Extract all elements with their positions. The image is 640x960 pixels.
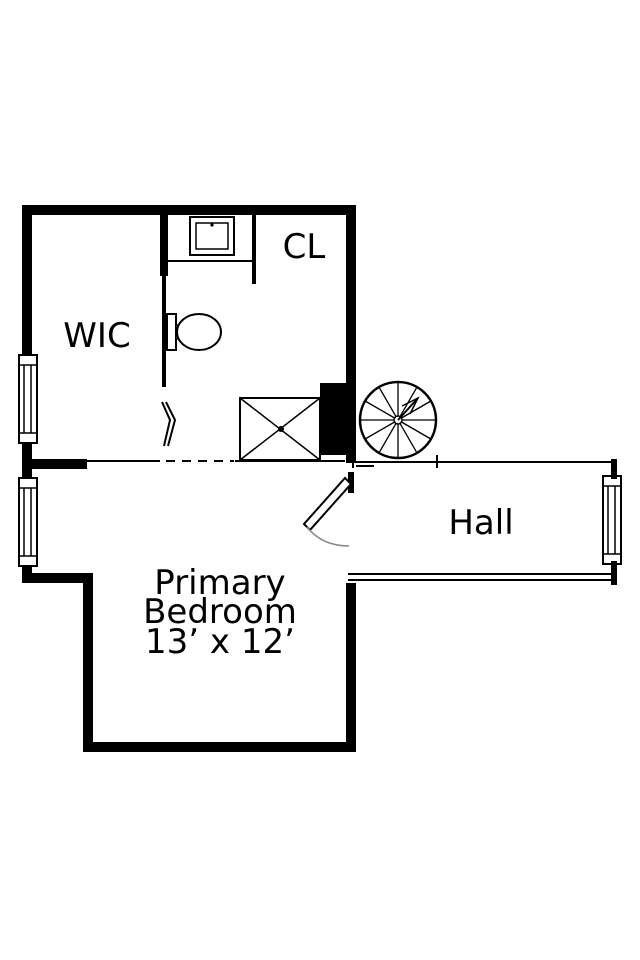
window-wic	[18, 354, 38, 444]
doors	[161, 401, 353, 547]
fixtures	[166, 216, 438, 461]
windows	[18, 354, 622, 585]
bifold-door	[161, 401, 177, 447]
label-bedroom: Bedroom	[143, 592, 297, 632]
sink-icon	[189, 216, 235, 256]
spiral-stairs-icon	[358, 380, 438, 460]
window-bedroom	[18, 477, 38, 567]
room-labels: WIC CL Hall Primary Bedroom 13’ x 12’	[63, 227, 513, 662]
label-primary: Primary	[154, 563, 285, 603]
wall-bedroom-step	[22, 573, 356, 752]
window-hall	[602, 459, 622, 585]
hall	[348, 455, 612, 581]
toilet-icon	[166, 313, 222, 351]
wall-chase	[320, 383, 347, 455]
label-dimensions: 13’ x 12’	[145, 622, 295, 662]
bedroom-door	[302, 476, 353, 547]
label-wic: WIC	[63, 316, 130, 356]
label-hall: Hall	[448, 503, 513, 543]
label-closet: CL	[283, 227, 326, 267]
exterior-walls	[22, 205, 356, 752]
shower-icon	[239, 397, 321, 461]
